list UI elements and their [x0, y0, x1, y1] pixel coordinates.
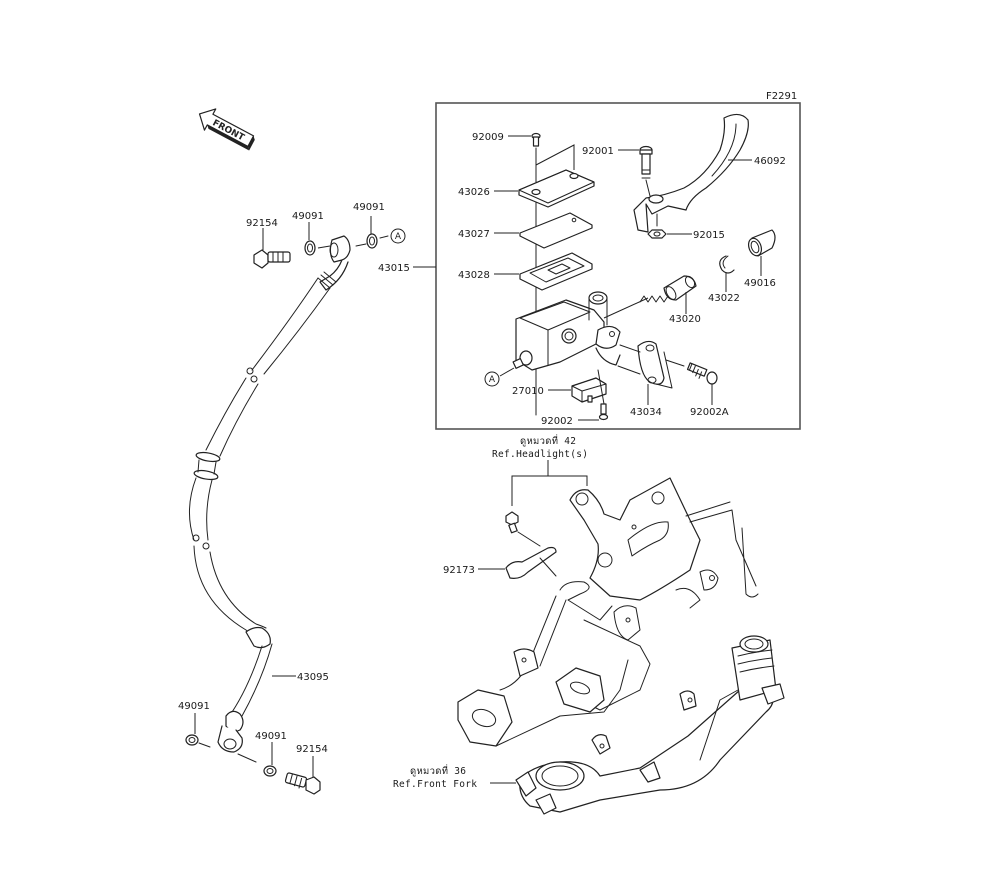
- part-label-43026[interactable]: 43026: [458, 187, 490, 198]
- part-49016-boot: [747, 229, 776, 257]
- part-label-92154-bottom[interactable]: 92154: [296, 744, 328, 755]
- part-bracket-bolt: [505, 511, 541, 547]
- part-label-92154-top[interactable]: 92154: [246, 218, 278, 229]
- part-label-43027[interactable]: 43027: [458, 229, 490, 240]
- part-92015-nut: [647, 213, 667, 239]
- lower-bracket: [457, 648, 629, 747]
- part-43027-diaphragm-plate: [519, 212, 593, 249]
- axis-line-top: [317, 245, 331, 249]
- steering-stem-yoke: [515, 635, 785, 815]
- part-49091-washer-top-right: [355, 233, 389, 249]
- part-27010-brake-switch: [571, 377, 607, 403]
- part-92001-pivot-bolt: [639, 145, 653, 197]
- part-label-49091-bottom-left[interactable]: 49091: [178, 701, 210, 712]
- ref-headlight-thai: ดูหมวดที่ 42: [520, 434, 576, 447]
- part-43028-diaphragm: [519, 252, 593, 291]
- part-92002-screw: [597, 369, 609, 421]
- ref-fork-thai: ดูหมวดที่ 36: [410, 764, 466, 777]
- part-label-27010[interactable]: 27010: [512, 386, 544, 397]
- headlight-bracket: [499, 477, 759, 711]
- part-43095-brake-hose: [188, 271, 337, 753]
- diagram-code: F2291: [766, 91, 797, 102]
- callout-a-outer-label: A: [395, 232, 402, 242]
- part-92154-banjo-bolt-bottom: [284, 772, 321, 795]
- part-label-92002[interactable]: 92002: [541, 416, 573, 427]
- master-cylinder-group-frame: [435, 102, 801, 430]
- part-hose-top-fitting: [319, 235, 351, 291]
- part-label-92001[interactable]: 92001: [582, 146, 614, 157]
- part-46092-brake-lever: [633, 113, 749, 233]
- part-label-43015[interactable]: 43015: [378, 263, 410, 274]
- part-label-43028[interactable]: 43028: [458, 270, 490, 281]
- part-43034-clamp: [617, 340, 673, 389]
- part-label-92173[interactable]: 92173: [443, 565, 475, 576]
- leader-bracket-headlight: [511, 475, 588, 506]
- part-49091-washer-bottom-left: [185, 734, 211, 748]
- part-92002a-bolt: [665, 359, 718, 385]
- leader-bracket-cap-screws: [535, 144, 575, 170]
- callout-a-outer[interactable]: A: [390, 228, 406, 244]
- ref-fork-en[interactable]: Ref.Front Fork: [393, 779, 477, 790]
- callout-a-inner[interactable]: A: [484, 367, 515, 387]
- ref-headlight-en[interactable]: Ref.Headlight(s): [492, 449, 588, 460]
- part-label-43020[interactable]: 43020: [669, 314, 701, 325]
- part-label-92015[interactable]: 92015: [693, 230, 725, 241]
- part-label-43022[interactable]: 43022: [708, 293, 740, 304]
- part-label-49091-bottom-right[interactable]: 49091: [255, 731, 287, 742]
- part-label-49091-top-left[interactable]: 49091: [292, 211, 324, 222]
- callout-a-inner-label: A: [489, 375, 496, 385]
- part-92154-banjo-bolt-top: [253, 249, 291, 269]
- part-label-43095[interactable]: 43095: [297, 672, 329, 683]
- part-label-92002A[interactable]: 92002A: [690, 407, 729, 418]
- part-label-49016[interactable]: 49016: [744, 278, 776, 289]
- part-label-92009[interactable]: 92009: [472, 132, 504, 143]
- part-master-cylinder-body: [512, 291, 621, 371]
- part-43026-reservoir-cap: [518, 169, 595, 208]
- part-43020-piston-assembly: [639, 275, 697, 303]
- part-49091-washer-bottom-right: [237, 753, 277, 777]
- part-label-49091-top-right[interactable]: 49091: [353, 202, 385, 213]
- part-label-46092[interactable]: 46092: [754, 156, 786, 167]
- part-label-43034[interactable]: 43034: [630, 407, 662, 418]
- leader-piston-axis: [603, 297, 649, 319]
- part-49091-washer-top-left: [304, 240, 316, 256]
- part-92173-clip: [505, 546, 557, 579]
- part-43022-circlip: [719, 255, 735, 274]
- front-arrow-icon: FRONT: [198, 108, 255, 151]
